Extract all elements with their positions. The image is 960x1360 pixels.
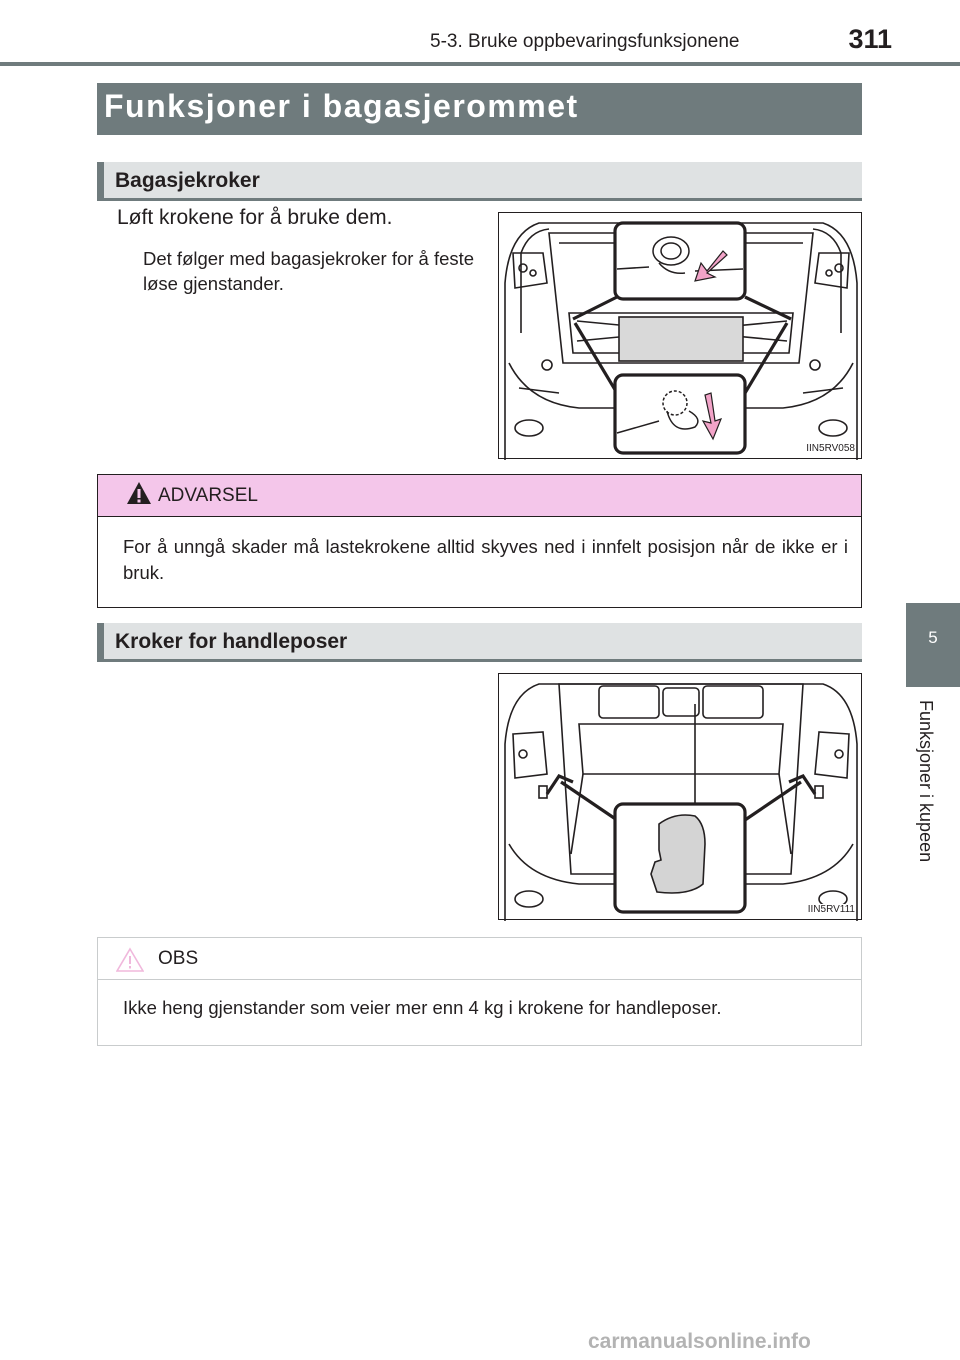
note-text: Ikke heng gjenstander som veier mer enn … <box>123 997 722 1018</box>
header-rule <box>0 62 960 66</box>
warning-header: ADVARSEL <box>98 475 861 517</box>
instruction-text: Løft krokene for å bruke dem. <box>117 206 393 229</box>
chapter-tab <box>906 603 960 687</box>
warning-text: For å unngå skader må lastekrokene allti… <box>123 536 848 583</box>
section-heading-shopping-bag-hooks: Kroker for handleposer <box>97 623 862 662</box>
note-box: OBS Ikke heng gjenstander som veier mer … <box>97 937 862 1046</box>
warning-triangle-icon <box>127 482 151 504</box>
note-title: OBS <box>158 948 199 969</box>
figure-code: IIN5RV111 <box>806 904 856 915</box>
car-trunk-seats-drawing <box>504 683 858 921</box>
chapter-label: Funksjoner i kupeen <box>916 700 936 863</box>
main-title-bar <box>97 83 862 135</box>
car-trunk-drawing <box>504 221 858 460</box>
luggage-hooks-illustration: IIN5RV058 <box>498 212 862 460</box>
warning-title: ADVARSEL <box>158 485 258 506</box>
header-section-title: 5-3. Bruke oppbevaringsfunksjonene <box>430 31 740 52</box>
section-heading-text: Bagasjekroker <box>115 169 260 192</box>
shopping-bag-hooks-illustration: IIN5RV111 <box>498 673 862 921</box>
section-heading-luggage-hooks: Bagasjekroker <box>97 162 862 201</box>
footer-watermark: carmanualsonline.info <box>588 1330 811 1353</box>
page-title: Funksjoner i bagasjerommet <box>104 88 579 124</box>
warning-box: ADVARSEL For å unngå skader må lastekrok… <box>97 474 862 608</box>
figure-code: IIN5RV058 <box>805 443 856 454</box>
caution-triangle-icon <box>116 947 144 972</box>
description-text: Det følger med bagasjekroker for å feste… <box>143 248 475 294</box>
chapter-number: 5 <box>928 628 938 647</box>
note-header: OBS <box>98 938 861 980</box>
section-heading-text: Kroker for handleposer <box>115 630 348 653</box>
page-number: 311 <box>848 24 892 54</box>
